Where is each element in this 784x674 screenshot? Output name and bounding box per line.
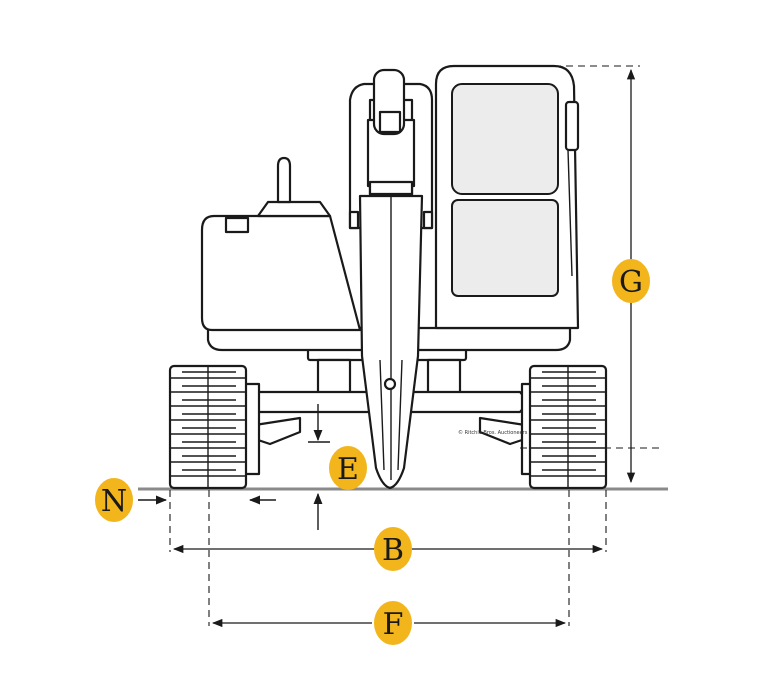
label-n-badge: N: [95, 478, 133, 522]
label-n: N: [101, 484, 127, 519]
right-track: [528, 364, 608, 490]
label-g: G: [619, 265, 643, 300]
label-f-badge: F: [374, 601, 412, 645]
dimension-b: [169, 490, 607, 554]
label-e: E: [337, 452, 359, 487]
dimension-e: [308, 404, 330, 530]
label-g-badge: G: [612, 259, 650, 303]
copyright-text: © Ritchie Bros. Auctioneers: [458, 429, 528, 436]
left-track: [168, 364, 248, 490]
label-b-badge: B: [374, 527, 412, 571]
label-e-badge: E: [329, 446, 367, 490]
label-b: B: [382, 533, 404, 568]
dimension-f: [208, 490, 570, 628]
operator-cab: [434, 64, 580, 330]
label-f: F: [383, 607, 404, 642]
upper-structure: [200, 156, 572, 352]
boom-arm: [348, 68, 434, 490]
